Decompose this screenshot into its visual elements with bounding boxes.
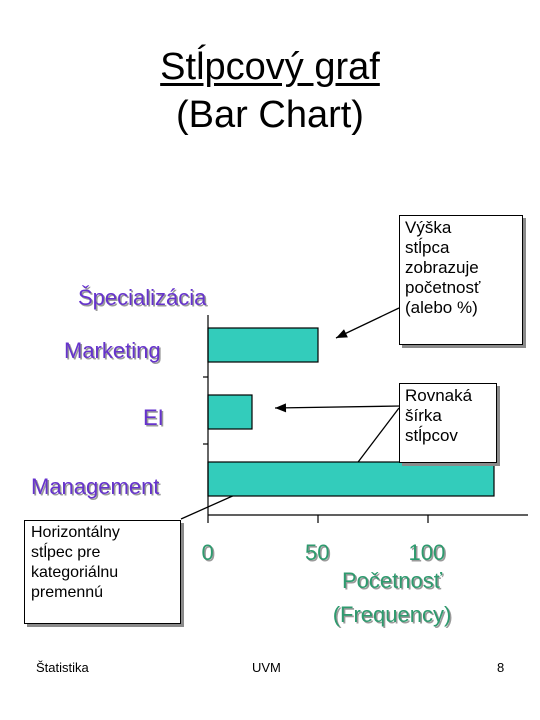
slide-title: Stĺpcový graf [160,46,380,88]
callout-width-line: stĺpcov [405,426,458,445]
bar-ei [207,394,253,430]
horizontal-bar-note: Horizontálny stĺpec pre kategoriálnu pre… [24,520,181,624]
callout-bar-width: Rovnaká šírka stĺpcov [399,383,497,463]
note-line: stĺpec pre [31,544,101,561]
x-tick-label: 0 [201,540,214,565]
callout-height-line: Výška [405,218,452,237]
slide-subtitle: (Bar Chart) [176,94,364,136]
note-line: premennú [31,584,104,601]
x-tick-label: 50 [305,540,330,565]
footer-university: UVM [252,660,281,675]
arrow-head [275,403,287,413]
arrow-line [335,307,400,339]
note-line: Horizontálny [31,524,120,541]
callout-height-line: zobrazuje [405,258,479,277]
x-axis-subtitle: (Frequency) [332,602,452,627]
arrow-head [336,329,348,338]
callout-height-line: stĺpca [405,238,450,257]
callout-height-line: početnosť [405,278,481,297]
callout-width-line: šírka [405,406,442,425]
footer-course: Štatistika [36,660,89,675]
bar-marketing [207,327,319,363]
category-label-management: Management [31,474,160,499]
bar-management [207,461,495,497]
callout-height-line: (alebo %) [405,298,478,317]
callout-width-line: Rovnaká [405,386,473,405]
x-tick-label: 100 [408,540,446,565]
bars [207,327,495,497]
note-line: kategoriálnu [31,564,119,581]
callout-bar-height: Výška stĺpca zobrazuje početnosť (alebo … [399,215,523,345]
footer-page-number: 8 [497,660,505,675]
arrow-line [274,405,402,409]
category-label-ei: EI [143,405,164,430]
x-axis-title: Početnosť [342,568,442,593]
y-axis-title: Špecializácia [78,285,207,310]
axes [203,315,528,523]
category-label-marketing: Marketing [64,338,161,363]
